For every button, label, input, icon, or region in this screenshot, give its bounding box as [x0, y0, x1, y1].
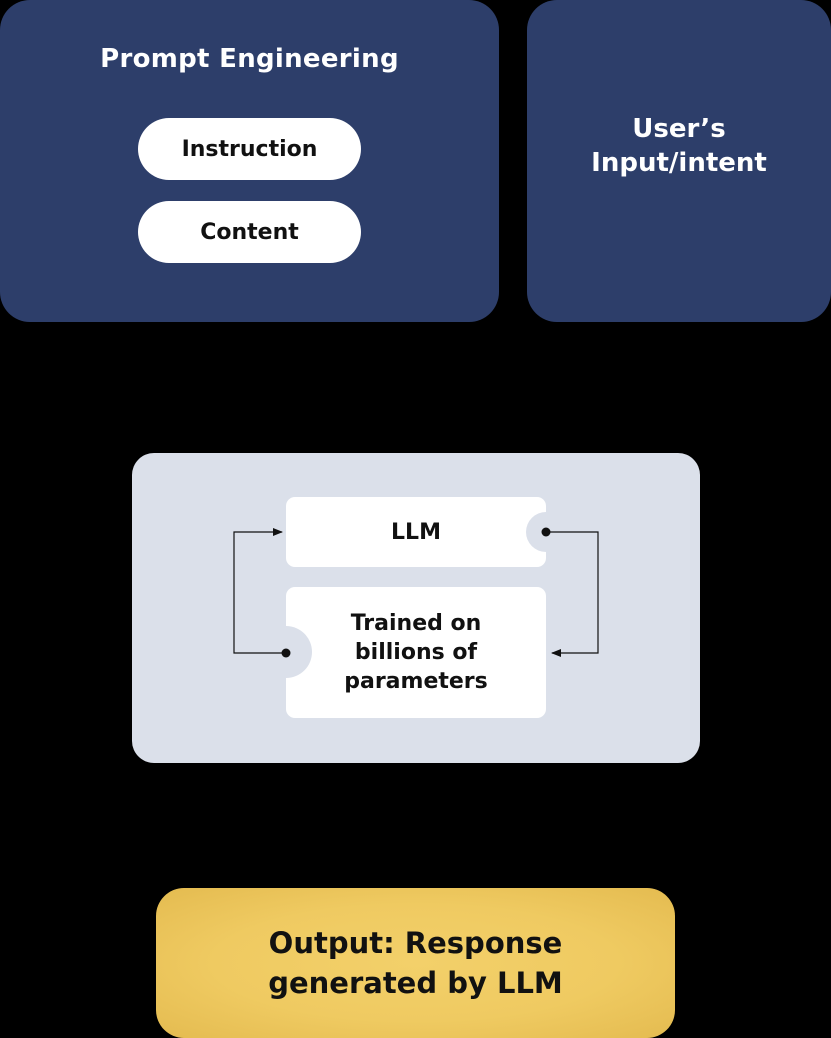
llm-label: LLM	[391, 519, 441, 545]
connector-right	[546, 531, 599, 657]
trained-label: Trained on billions of parameters	[286, 587, 546, 718]
trained-card	[286, 587, 546, 718]
llm-panel: LLM Trained on billions of parameters	[132, 453, 700, 763]
trained-line-2: billions of	[354, 640, 478, 665]
content-pill: Content	[138, 201, 361, 263]
output-line-2: generated by LLM	[268, 966, 563, 1000]
prompt-engineering-panel: Prompt Engineering Instruction Content	[0, 0, 499, 322]
connector-left	[233, 528, 286, 654]
instruction-pill: Instruction	[138, 118, 361, 180]
user-input-line-2: Input/intent	[591, 148, 767, 178]
connector-left-dot	[281, 648, 291, 658]
llm-diagram	[233, 497, 599, 718]
trained-line-1: Trained on	[350, 611, 482, 636]
user-input-label: User’s Input/intent	[527, 112, 831, 180]
output-box: Output: Response generated by LLM	[156, 888, 675, 1038]
user-input-line-1: User’s	[632, 114, 726, 144]
prompt-engineering-title: Prompt Engineering	[100, 44, 399, 74]
user-input-panel: User’s Input/intent	[527, 0, 831, 322]
connector-right-dot	[541, 527, 551, 537]
trained-line-3: parameters	[344, 669, 488, 694]
output-line-1: Output: Response	[268, 926, 563, 960]
llm-card	[286, 497, 546, 567]
